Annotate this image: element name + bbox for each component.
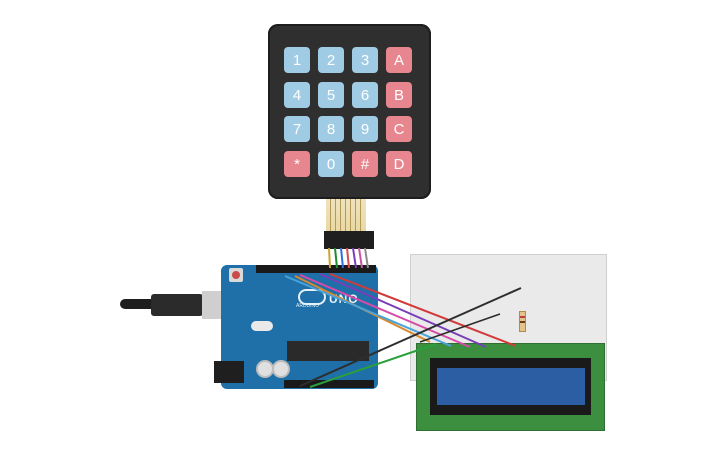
- keypad-key-4[interactable]: 4: [284, 82, 310, 108]
- keypad-key-0[interactable]: 0: [318, 151, 344, 177]
- keypad-4x4[interactable]: 1 2 3 A 4 5 6 B 7 8 9 C * 0 # D: [268, 24, 431, 199]
- keypad-ribbon-cable: [326, 199, 366, 232]
- resistor[interactable]: [519, 311, 526, 332]
- arduino-uno-board[interactable]: [221, 265, 378, 389]
- power-jack: [214, 361, 244, 383]
- crystal-oscillator: [251, 321, 273, 331]
- usb-cable[interactable]: [120, 299, 154, 309]
- ribbon-trace: [350, 199, 351, 232]
- keypad-key-5[interactable]: 5: [318, 82, 344, 108]
- resistor-band: [520, 321, 525, 323]
- ribbon-trace: [355, 199, 356, 232]
- keypad-key-9[interactable]: 9: [352, 116, 378, 142]
- keypad-key-D[interactable]: D: [386, 151, 412, 177]
- keypad-key-2[interactable]: 2: [318, 47, 344, 73]
- microcontroller-chip: [287, 341, 369, 361]
- keypad-key-C[interactable]: C: [386, 116, 412, 142]
- analog-pin-header[interactable]: [284, 380, 374, 388]
- keypad-key-8[interactable]: 8: [318, 116, 344, 142]
- keypad-key-1[interactable]: 1: [284, 47, 310, 73]
- resistor-band: [520, 316, 525, 318]
- reset-button[interactable]: [229, 268, 243, 282]
- capacitor: [272, 360, 290, 378]
- ribbon-trace: [330, 199, 331, 232]
- ribbon-trace: [335, 199, 336, 232]
- keypad-key-3[interactable]: 3: [352, 47, 378, 73]
- ribbon-trace: [345, 199, 346, 232]
- keypad-key-star[interactable]: *: [284, 151, 310, 177]
- keypad-key-B[interactable]: B: [386, 82, 412, 108]
- ribbon-trace: [340, 199, 341, 232]
- lcd-display: [437, 368, 585, 405]
- digital-pin-header[interactable]: [256, 265, 376, 273]
- keypad-key-A[interactable]: A: [386, 47, 412, 73]
- ribbon-trace: [360, 199, 361, 232]
- arduino-brand-label: ARDUINO: [296, 303, 320, 309]
- usb-plug[interactable]: [151, 294, 203, 316]
- keypad-connector: [324, 231, 374, 249]
- keypad-key-6[interactable]: 6: [352, 82, 378, 108]
- keypad-key-7[interactable]: 7: [284, 116, 310, 142]
- keypad-key-hash[interactable]: #: [352, 151, 378, 177]
- uno-label: UNO: [329, 292, 359, 306]
